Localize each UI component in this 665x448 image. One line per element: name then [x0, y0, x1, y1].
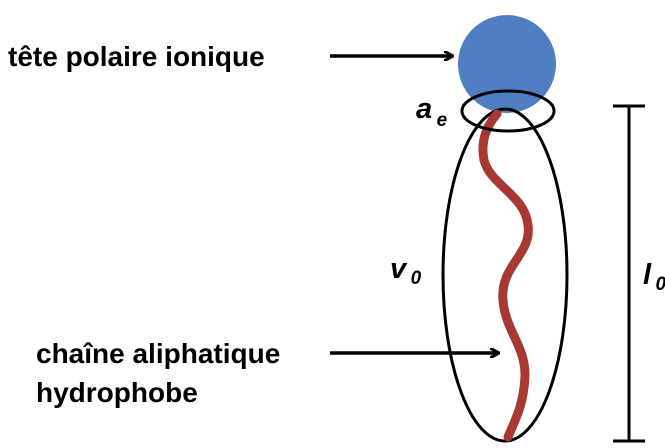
head-area-symbol: a e	[416, 93, 448, 131]
polar-head-label: tête polaire ionique	[8, 41, 265, 72]
volume-subscript: 0	[411, 268, 422, 289]
length-letter: l	[643, 259, 652, 291]
aliphatic-chain	[483, 114, 528, 437]
volume-letter: v	[390, 253, 408, 285]
length-bracket	[613, 106, 645, 441]
chain-label-line2: hydrophobe	[36, 377, 198, 408]
head-area-subscript: e	[437, 110, 448, 131]
volume-symbol: v 0	[390, 253, 422, 289]
chain-label-line1: chaîne aliphatique	[36, 338, 280, 369]
length-symbol: l 0	[643, 259, 665, 295]
length-subscript: 0	[656, 274, 665, 295]
head-area-letter: a	[416, 93, 432, 125]
